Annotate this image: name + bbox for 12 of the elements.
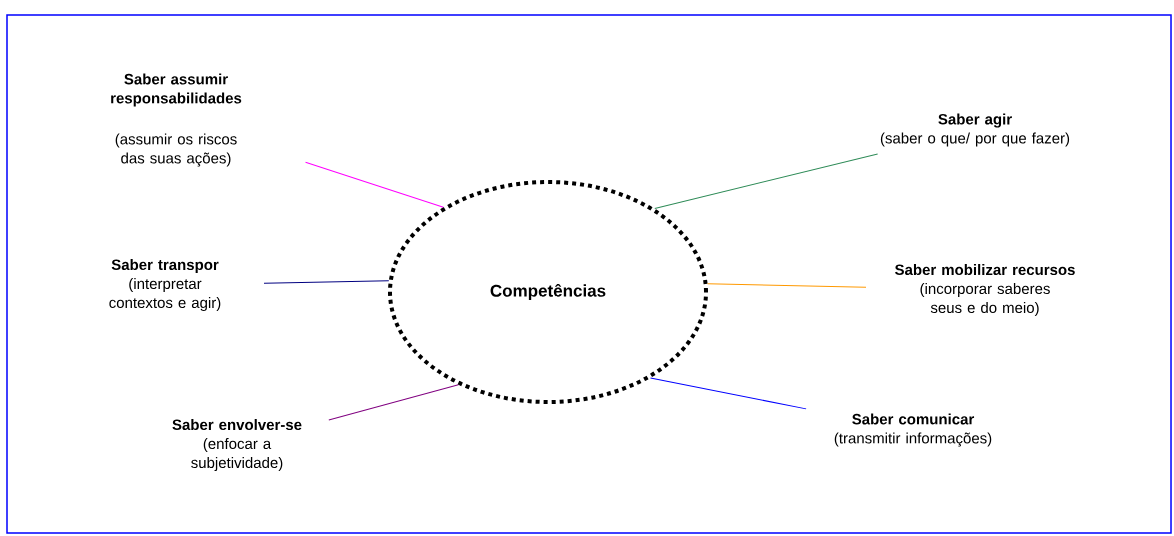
connector-line xyxy=(654,153,879,210)
connector-line xyxy=(305,161,444,208)
text-label: Saber agir (saber o que/ por que fazer) xyxy=(880,113,1070,147)
connector-line xyxy=(650,377,807,410)
text-label: Saber comunicar (transmitir informações) xyxy=(834,413,992,447)
text-label: Saber envolver-se (enfocar a subjetividade) xyxy=(172,419,302,471)
text-label: Saber transpor (interpretar contextos e agir) xyxy=(109,259,221,311)
connector-line xyxy=(263,280,390,284)
text-label: Saber assumir responsabilidades (assumir os riscos das suas ações) xyxy=(111,73,242,167)
text-label: Saber mobilizar recursos (incorporar saberes seus e do meio) xyxy=(895,264,1075,316)
connector-line xyxy=(328,384,459,421)
connector-line xyxy=(707,283,867,288)
